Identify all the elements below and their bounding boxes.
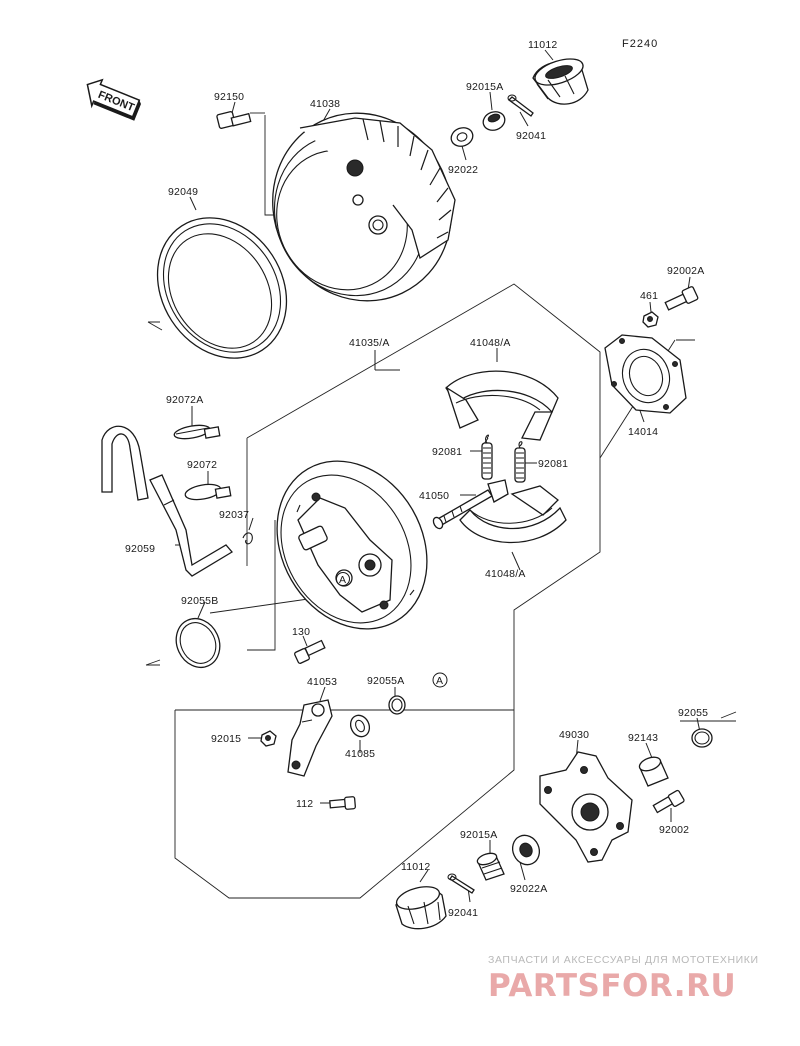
brake-panel-41035A-icon: [276, 460, 428, 630]
label-112: 112: [296, 798, 313, 810]
label-92143: 92143: [628, 732, 658, 744]
bolt-112-icon: [329, 796, 356, 810]
watermark-tagline: ЗАПЧАСТИ И АКСЕССУАРЫ ДЛЯ МОТОТЕХНИКИ: [488, 954, 759, 966]
part-labels: 92150 41038 92049 11012 92015A 92041 920…: [125, 39, 708, 919]
watermark-logo: PARTSFOR.RU: [488, 968, 736, 1004]
spring-92081-left-icon: [481, 434, 493, 480]
label-461: 461: [640, 290, 658, 302]
label-49030: 49030: [559, 729, 589, 741]
bolt-92150-icon: [216, 111, 252, 129]
o-ring-92055B-icon: [175, 618, 221, 668]
washer-92022-icon: [450, 127, 474, 147]
assembly-outline: [145, 112, 737, 899]
cap-11012-bot-icon: [395, 886, 447, 930]
label-41038: 41038: [310, 98, 340, 110]
label-41035A: 41035/A: [349, 337, 390, 349]
label-92041-top: 92041: [516, 130, 546, 142]
label-92015: 92015: [211, 733, 241, 745]
cover-14014-icon: [604, 334, 687, 414]
front-arrow-icon: FRONT: [86, 78, 141, 121]
ref-marker-a: A: [432, 672, 448, 688]
nut-461-icon: [642, 311, 659, 328]
hub-drum-41038-icon: [272, 112, 456, 302]
castle-nut-92015A-bot-icon: [476, 852, 505, 881]
washer-41085-icon: [349, 714, 371, 738]
brake-lever-41053-icon: [287, 699, 333, 777]
label-41053: 41053: [307, 676, 337, 688]
label-92081-left: 92081: [432, 446, 462, 458]
bolt-92002A-icon: [664, 286, 699, 311]
brake-shoe-41048A-bot-icon: [459, 485, 567, 544]
ref-marker-a-hub: A: [336, 572, 350, 586]
label-92072: 92072: [187, 459, 217, 471]
label-92015A-bot: 92015A: [460, 829, 497, 841]
label-41085: 41085: [345, 748, 375, 760]
bolt-130-icon: [294, 639, 326, 664]
clip-92037-icon: [242, 532, 253, 545]
castle-nut-92015A-top-icon: [482, 111, 506, 131]
cotter-pin-92041-top-icon: [507, 94, 534, 117]
cap-11012-top-icon: [532, 58, 589, 105]
o-ring-92055-icon: [691, 728, 713, 748]
brake-shoe-41048A-top-icon: [445, 370, 559, 441]
seal-ring-92049-icon: [156, 217, 288, 359]
label-92022A: 92022A: [510, 883, 547, 895]
label-92055A: 92055A: [367, 675, 404, 687]
clamp-92072-icon: [184, 483, 232, 501]
figure-code: F2240: [622, 38, 658, 50]
label-92049: 92049: [168, 186, 198, 198]
label-92059: 92059: [125, 543, 155, 555]
bolt-92002-icon: [652, 789, 685, 814]
label-11012-top: 11012: [528, 39, 557, 51]
watermark: ЗАПЧАСТИ И АКСЕССУАРЫ ДЛЯ МОТОТЕХНИКИ PA…: [488, 954, 759, 1004]
clamp-92072A-icon: [173, 424, 221, 440]
label-92037: 92037: [219, 509, 249, 521]
label-92055B: 92055B: [181, 595, 218, 607]
label-130: 130: [292, 626, 310, 638]
cotter-pin-92041-bot-icon: [447, 873, 475, 894]
nut-92015-icon: [260, 730, 277, 747]
label-92015A-top: 92015A: [466, 81, 503, 93]
cam-shaft-41050-icon: [432, 479, 509, 530]
label-11012-bot: 11012: [401, 861, 430, 873]
label-92022: 92022: [448, 164, 478, 176]
label-92055: 92055: [678, 707, 708, 719]
svg-text:A: A: [436, 675, 443, 687]
label-92041-bot: 92041: [448, 907, 478, 919]
label-41048A-top: 41048/A: [470, 337, 511, 349]
o-ring-92055A-icon: [388, 695, 406, 715]
label-92002A: 92002A: [667, 265, 704, 277]
label-41050: 41050: [419, 490, 449, 502]
washer-92022A-icon: [511, 834, 541, 866]
sprocket-hub-49030-icon: [539, 751, 633, 863]
label-92081-right: 92081: [538, 458, 568, 470]
spring-92081-right-icon: [514, 441, 526, 483]
label-14014: 14014: [628, 426, 658, 438]
label-92150: 92150: [214, 91, 244, 103]
label-41048A-bot: 41048/A: [485, 568, 526, 580]
collar-92143-icon: [638, 756, 669, 787]
hose-92059-icon: [101, 425, 233, 577]
label-92002: 92002: [659, 824, 689, 836]
svg-text:A: A: [339, 574, 346, 586]
label-92072A: 92072A: [166, 394, 203, 406]
